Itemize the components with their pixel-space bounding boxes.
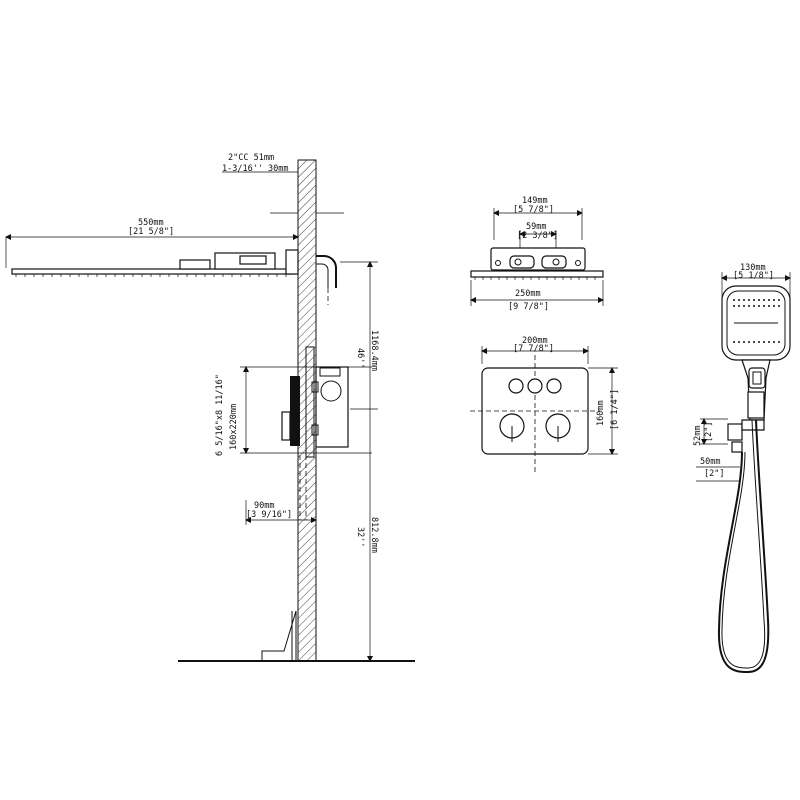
diverter-button-1 (508, 378, 524, 394)
depth-imperial-label: [3 9/16"] (246, 510, 292, 520)
hand-shower-nozzles (733, 299, 780, 343)
cc-metric-label: 2"CC 51mm (228, 153, 274, 163)
height-dimensions: 46'' 1168.4mm 32'' 812.8mm (340, 261, 379, 662)
hand-nozzle-dot (773, 341, 775, 343)
wall-thickness-dimension: 2"CC 51mm 1-3/16'' 30mm (222, 153, 344, 214)
hand-nozzle-dot (738, 299, 740, 301)
hand-nozzle-dot (778, 305, 780, 307)
inlet-metric-label: 59mm (526, 222, 546, 232)
bracket-height-imperial-label: [2"] (704, 422, 714, 442)
hand-shower: 130mm [5 1/8"] 52mm [2"] 50mm [2"] (693, 263, 791, 674)
hand-nozzle-dot (768, 305, 770, 307)
depth-metric-label: 90mm (254, 501, 274, 511)
hand-nozzle-dot (778, 341, 780, 343)
hand-nozzle-dot (743, 305, 745, 307)
valve-height-imperial-label: 32'' (355, 527, 365, 547)
hand-nozzle-dot (773, 305, 775, 307)
valve-metric-label: 160x220mm (229, 404, 239, 450)
inlet-imperial-label: [2 3/8"] (517, 231, 558, 241)
diverter-button-3 (546, 378, 562, 394)
plate-height-imperial-label: [6 1/4"] (610, 389, 620, 430)
outlet-imperial-label: [2"] (704, 469, 724, 479)
hand-nozzle-dot (738, 341, 740, 343)
hand-nozzle-dot (743, 341, 745, 343)
hand-nozzle-dot (763, 299, 765, 301)
valve-height-metric-label: 812.8mm (369, 517, 379, 553)
head-top-view: 149mm [5 7/8"] 59mm [2 3/8"] 250mm [9 7/… (470, 196, 604, 312)
hand-nozzle-dot (753, 299, 755, 301)
plate-width-imperial-label: [7 7/8"] (513, 344, 554, 354)
hand-nozzle-dot (768, 341, 770, 343)
wall (297, 159, 317, 662)
plate-height-dimension: 160mm [6 1/4"] (588, 367, 620, 455)
head-width-dimension: 250mm [9 7/8"] (470, 280, 604, 312)
shower-nozzles-top (474, 277, 596, 280)
bracket-dimensions: 52mm [2"] 50mm [2"] (693, 418, 740, 482)
hand-nozzle-dot (733, 305, 735, 307)
head-width-metric-label: 250mm (515, 289, 541, 299)
bracket-imperial-label: [5 7/8"] (513, 205, 554, 215)
bottom-supply (261, 610, 297, 661)
hand-nozzle-dot (758, 299, 760, 301)
valve-size-dimension: 6 5/16"x8 11/16" 160x220mm (215, 366, 372, 456)
arm-metric-label: 550mm (138, 218, 164, 228)
hand-nozzle-dot (778, 299, 780, 301)
plate-height-metric-label: 160mm (596, 400, 606, 426)
hand-width-imperial-label: [5 1/8"] (733, 271, 774, 281)
hand-nozzle-dot (748, 341, 750, 343)
rain-shower-head-side (11, 249, 337, 305)
bracket-metric-label: 149mm (522, 196, 548, 206)
head-height-metric-label: 1168.4mm (369, 330, 379, 371)
hand-nozzle-dot (758, 305, 760, 307)
hand-nozzle-dot (753, 305, 755, 307)
hand-nozzle-dot (748, 299, 750, 301)
outlet-metric-label: 50mm (700, 457, 720, 467)
head-height-imperial-label: 46'' (355, 348, 365, 368)
side-view: 2"CC 51mm 1-3/16'' 30mm 550mm [21 5/8" (5, 153, 415, 662)
hand-width-dimension: 130mm [5 1/8"] (721, 263, 791, 300)
shower-nozzles (15, 274, 287, 277)
arm-length-dimension: 550mm [21 5/8"] (5, 218, 299, 268)
trim-plate: 200mm [7 7/8"] 160mm [6 1/4"] (470, 336, 620, 472)
hand-nozzle-dot (773, 299, 775, 301)
cc-imperial-label: 1-3/16'' 30mm (222, 164, 289, 174)
plate-width-metric-label: 200mm (522, 336, 548, 346)
hand-nozzle-dot (763, 305, 765, 307)
bracket-dimension: 149mm [5 7/8"] (493, 196, 583, 240)
bracket-height-metric-label: 52mm (693, 426, 703, 446)
hand-nozzle-dot (753, 341, 755, 343)
hand-nozzle-dot (733, 341, 735, 343)
valve-imperial-label: 6 5/16"x8 11/16" (215, 374, 225, 456)
head-width-imperial-label: [9 7/8"] (508, 302, 549, 312)
diverter-button-2 (527, 378, 543, 394)
plate-width-dimension: 200mm [7 7/8"] (481, 336, 589, 364)
hand-nozzle-dot (758, 341, 760, 343)
valve-box (281, 346, 349, 520)
arm-imperial-label: [21 5/8"] (128, 227, 174, 237)
hand-nozzle-dot (733, 299, 735, 301)
hand-nozzle-dot (763, 341, 765, 343)
hand-width-metric-label: 130mm (740, 263, 766, 273)
hand-nozzle-dot (738, 305, 740, 307)
hand-nozzle-dot (768, 299, 770, 301)
valve-depth-dimension: 90mm [3 9/16"] (245, 500, 317, 525)
hand-nozzle-dot (748, 305, 750, 307)
hand-nozzle-dot (743, 299, 745, 301)
